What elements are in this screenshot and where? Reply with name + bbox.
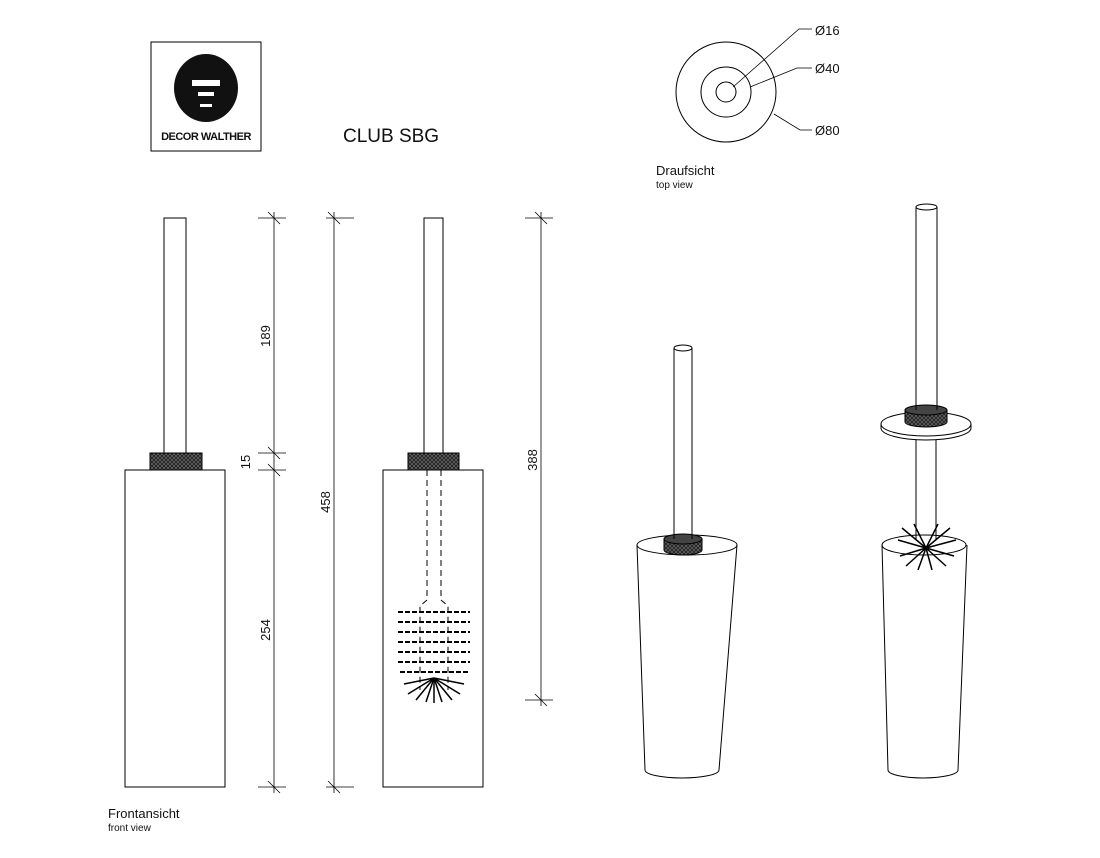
dim-handle: 189 <box>258 325 273 347</box>
logo-text: DECOR WALTHER <box>161 131 251 143</box>
brand-logo: DECOR WALTHER <box>150 41 262 152</box>
dim-brush: 388 <box>525 449 540 471</box>
dim-collar: 15 <box>238 455 253 469</box>
lion-head-icon <box>174 54 238 122</box>
top-view: Ø16 Ø40 Ø80 Draufsicht top view <box>656 23 840 191</box>
diameter-40: Ø40 <box>815 61 840 76</box>
brush-bristles <box>398 611 470 673</box>
front-view-sublabel: front view <box>108 823 152 834</box>
front-view-section <box>382 217 484 788</box>
dimension-brush: 388 <box>525 211 553 707</box>
perspective-open <box>880 203 972 779</box>
diameter-80: Ø80 <box>815 123 840 138</box>
front-view-label: Frontansicht <box>108 806 180 821</box>
product-title: CLUB SBG <box>343 126 439 147</box>
dim-total: 458 <box>318 491 333 513</box>
dimension-total: 458 <box>318 211 354 794</box>
perspective-closed <box>636 344 738 779</box>
top-view-sublabel: top view <box>656 180 693 191</box>
diameter-16: Ø16 <box>815 23 840 38</box>
dimension-chain-left: 189 15 254 <box>238 211 286 794</box>
front-view-closed <box>124 217 226 788</box>
dim-body: 254 <box>258 619 273 641</box>
top-view-label: Draufsicht <box>656 163 715 178</box>
